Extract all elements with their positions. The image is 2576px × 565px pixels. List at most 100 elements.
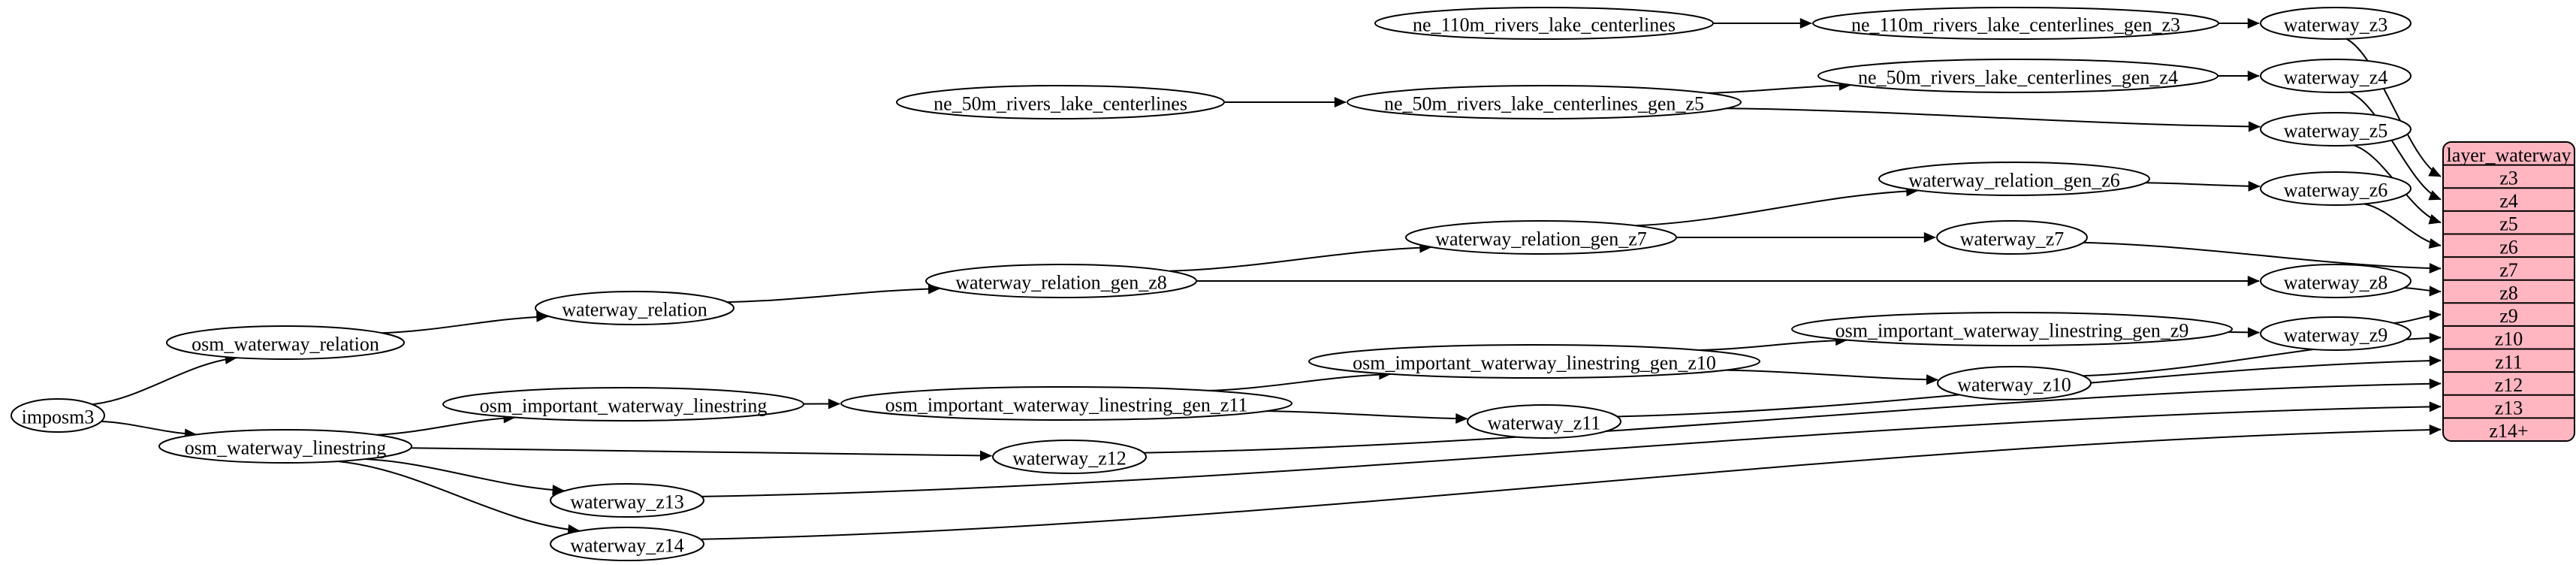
- edge-osm_waterway_relation-to-waterway_relation: [382, 311, 549, 334]
- node-ellipse-waterway_z14: [550, 527, 704, 561]
- node-ellipse-waterway_z8: [2260, 264, 2412, 298]
- node-waterway_z13: waterway_z13: [550, 483, 704, 518]
- node-label-osm_important_waterway_linestring_gen_z10: osm_important_waterway_linestring_gen_z1…: [1353, 352, 1716, 374]
- edge-osm_important_waterway_linestring_gen_z11-to-waterway_z11: [1266, 410, 1468, 425]
- edge-osm_important_waterway_linestring_gen_z11-to-osm_important_waterway_linestring_gen_z10: [1208, 369, 1392, 391]
- node-ellipse-waterway_z13: [550, 483, 704, 518]
- node-label-waterway_z5: waterway_z5: [2284, 120, 2388, 142]
- node-osm_important_waterway_linestring_gen_z10: osm_important_waterway_linestring_gen_z1…: [1308, 344, 1760, 379]
- edge-osm_waterway_linestring-to-waterway_z13: [365, 458, 565, 496]
- node-label-ne_50m_rivers_lake_centerlines_gen_z5: ne_50m_rivers_lake_centerlines_gen_z5: [1384, 93, 1704, 115]
- node-ellipse-ne_50m_rivers_lake_centerlines_gen_z4: [1817, 59, 2219, 93]
- node-ellipse-waterway_z9: [2260, 316, 2412, 351]
- table-layer-waterway: layer_waterwayz3z4z5z6z7z8z9z10z11z12z13…: [2442, 141, 2575, 442]
- node-osm_important_waterway_linestring_gen_z9: osm_important_waterway_linestring_gen_z9: [1791, 312, 2233, 346]
- edge-imposm3-to-osm_waterway_linestring: [101, 420, 197, 440]
- table-title: layer_waterway: [2446, 144, 2571, 166]
- node-ellipse-waterway_relation_gen_z6: [1878, 162, 2150, 196]
- edge-waterway_z6-to-layer_waterway-z6: [2363, 203, 2442, 249]
- edge-waterway_z12-to-layer_waterway-z12: [1143, 378, 2442, 454]
- node-osm_waterway_relation: osm_waterway_relation: [166, 325, 405, 360]
- edge-waterway_z7-to-layer_waterway-z7: [2083, 241, 2442, 274]
- edge-osm_waterway_linestring-to-waterway_z14: [337, 461, 581, 535]
- table-row-z10: z10: [2495, 328, 2523, 350]
- node-ellipse-waterway_relation: [535, 291, 734, 325]
- node-label-waterway_z3: waterway_z3: [2284, 14, 2388, 36]
- node-waterway_z10: waterway_z10: [1937, 366, 2092, 400]
- node-waterway_z12: waterway_z12: [992, 440, 1147, 474]
- node-ellipse-osm_important_waterway_linestring_gen_z9: [1791, 312, 2233, 346]
- node-osm_waterway_linestring: osm_waterway_linestring: [158, 429, 412, 464]
- edge-imposm3-to-osm_waterway_relation: [92, 353, 237, 406]
- node-label-waterway_z8: waterway_z8: [2284, 272, 2388, 294]
- edge-waterway_z9-to-layer_waterway-z9: [2394, 310, 2442, 324]
- node-label-waterway_z13: waterway_z13: [570, 491, 684, 513]
- edge-waterway_z3-to-layer_waterway-z3: [2345, 38, 2442, 177]
- node-label-waterway_z9: waterway_z9: [2284, 325, 2388, 346]
- edge-waterway_relation_gen_z6-to-waterway_z6: [2145, 180, 2261, 192]
- node-osm_important_waterway_linestring: osm_important_waterway_linestring: [442, 387, 804, 421]
- edge-layer: [92, 17, 2442, 540]
- node-label-osm_waterway_linestring: osm_waterway_linestring: [185, 437, 387, 459]
- node-ellipse-waterway_z11: [1467, 404, 1621, 439]
- table-row-z7: z7: [2499, 259, 2518, 281]
- node-waterway_relation_gen_z7: waterway_relation_gen_z7: [1405, 220, 1677, 255]
- node-ellipse-osm_important_waterway_linestring_gen_z11: [840, 386, 1293, 421]
- node-label-osm_important_waterway_linestring_gen_z9: osm_important_waterway_linestring_gen_z9: [1835, 320, 2189, 342]
- node-imposm3: imposm3: [11, 398, 105, 433]
- table-row-z14+: z14+: [2489, 420, 2528, 442]
- node-waterway_relation: waterway_relation: [535, 291, 734, 325]
- node-label-imposm3: imposm3: [22, 406, 95, 428]
- node-ellipse-waterway_relation_gen_z8: [925, 264, 1197, 298]
- node-waterway_relation_gen_z6: waterway_relation_gen_z6: [1878, 162, 2150, 196]
- edge-waterway_relation_gen_z8-to-waterway_relation_gen_z7: [1169, 242, 1432, 272]
- edge-ne_50m_rivers_lake_centerlines_gen_z5-to-ne_50m_rivers_lake_centerlines_gen_z4: [1708, 80, 1851, 94]
- node-ellipse-imposm3: [11, 398, 105, 433]
- node-label-ne_110m_rivers_lake_centerlines: ne_110m_rivers_lake_centerlines: [1413, 14, 1676, 36]
- node-ellipse-osm_waterway_relation: [166, 325, 405, 360]
- node-waterway_z7: waterway_z7: [1936, 220, 2088, 255]
- node-layer: imposm3 osm_waterway_relation osm_waterway…: [11, 7, 2412, 561]
- table-row-z13: z13: [2495, 397, 2523, 419]
- node-label-waterway_z12: waterway_z12: [1012, 448, 1127, 470]
- node-label-ne_50m_rivers_lake_centerlines: ne_50m_rivers_lake_centerlines: [934, 93, 1187, 115]
- node-waterway_z5: waterway_z5: [2260, 112, 2412, 147]
- table-body: [2442, 141, 2575, 442]
- node-ne_50m_rivers_lake_centerlines: ne_50m_rivers_lake_centerlines: [896, 85, 1225, 119]
- node-waterway_z8: waterway_z8: [2260, 264, 2412, 298]
- node-ellipse-waterway_z7: [1936, 220, 2088, 255]
- node-ellipse-osm_important_waterway_linestring: [442, 387, 804, 421]
- node-waterway_z4: waterway_z4: [2260, 59, 2412, 93]
- node-label-waterway_relation_gen_z8: waterway_relation_gen_z8: [955, 272, 1167, 294]
- edge-waterway_z14-to-layer_waterway-z14+: [700, 424, 2442, 540]
- table-row-z8: z8: [2499, 282, 2518, 304]
- node-label-ne_110m_rivers_lake_centerlines_gen_z3: ne_110m_rivers_lake_centerlines_gen_z3: [1851, 14, 2180, 36]
- table-row-z4: z4: [2499, 190, 2518, 212]
- node-ellipse-waterway_z5: [2260, 112, 2412, 147]
- node-ellipse-waterway_z6: [2260, 171, 2412, 206]
- edge-osm_waterway_linestring-to-osm_important_waterway_linestring: [376, 412, 516, 436]
- node-waterway_relation_gen_z8: waterway_relation_gen_z8: [925, 264, 1197, 298]
- node-label-waterway_z11: waterway_z11: [1488, 412, 1601, 434]
- node-label-waterway_z6: waterway_z6: [2284, 180, 2388, 201]
- node-label-waterway_relation_gen_z7: waterway_relation_gen_z7: [1435, 228, 1647, 250]
- node-ne_110m_rivers_lake_centerlines: ne_110m_rivers_lake_centerlines: [1374, 7, 1714, 40]
- node-waterway_z9: waterway_z9: [2260, 316, 2412, 351]
- node-ellipse-waterway_z3: [2260, 7, 2412, 40]
- node-label-waterway_relation_gen_z6: waterway_relation_gen_z6: [1908, 170, 2120, 192]
- node-waterway_z11: waterway_z11: [1467, 404, 1621, 439]
- node-ne_50m_rivers_lake_centerlines_gen_z4: ne_50m_rivers_lake_centerlines_gen_z4: [1817, 59, 2219, 93]
- table-row-z12: z12: [2495, 374, 2523, 396]
- edge-waterway_relation-to-waterway_relation_gen_z8: [727, 283, 940, 304]
- node-ellipse-ne_50m_rivers_lake_centerlines: [896, 85, 1225, 119]
- node-ellipse-waterway_z12: [992, 440, 1147, 474]
- edge-waterway_z13-to-layer_waterway-z13: [701, 401, 2442, 497]
- node-ellipse-osm_waterway_linestring: [158, 429, 412, 464]
- node-ellipse-waterway_relation_gen_z7: [1405, 220, 1677, 255]
- node-ellipse-ne_110m_rivers_lake_centerlines: [1374, 7, 1714, 40]
- node-ne_50m_rivers_lake_centerlines_gen_z5: ne_50m_rivers_lake_centerlines_gen_z5: [1347, 85, 1742, 119]
- table-row-z5: z5: [2499, 213, 2518, 235]
- edge-osm_important_waterway_linestring_gen_z9-to-waterway_z9: [2228, 327, 2260, 338]
